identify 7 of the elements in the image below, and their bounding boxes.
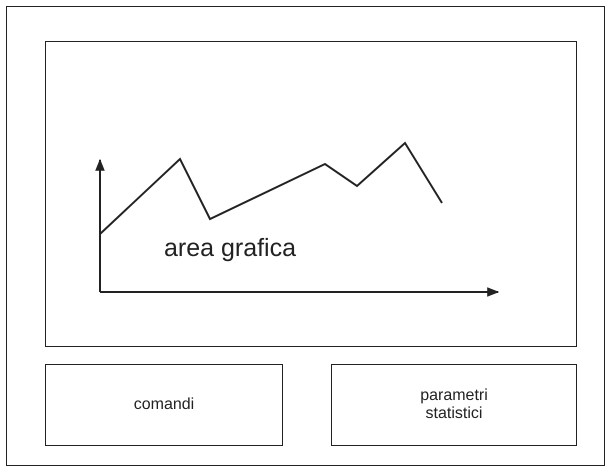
statistics-panel	[331, 364, 577, 446]
panel-label: comandi	[132, 396, 196, 414]
panel-label: parametri statistici	[419, 387, 489, 423]
screen-frame	[6, 6, 605, 466]
chart-area-panel	[45, 41, 577, 347]
commands-panel	[45, 364, 283, 446]
panel-label: area grafica	[164, 234, 296, 263]
